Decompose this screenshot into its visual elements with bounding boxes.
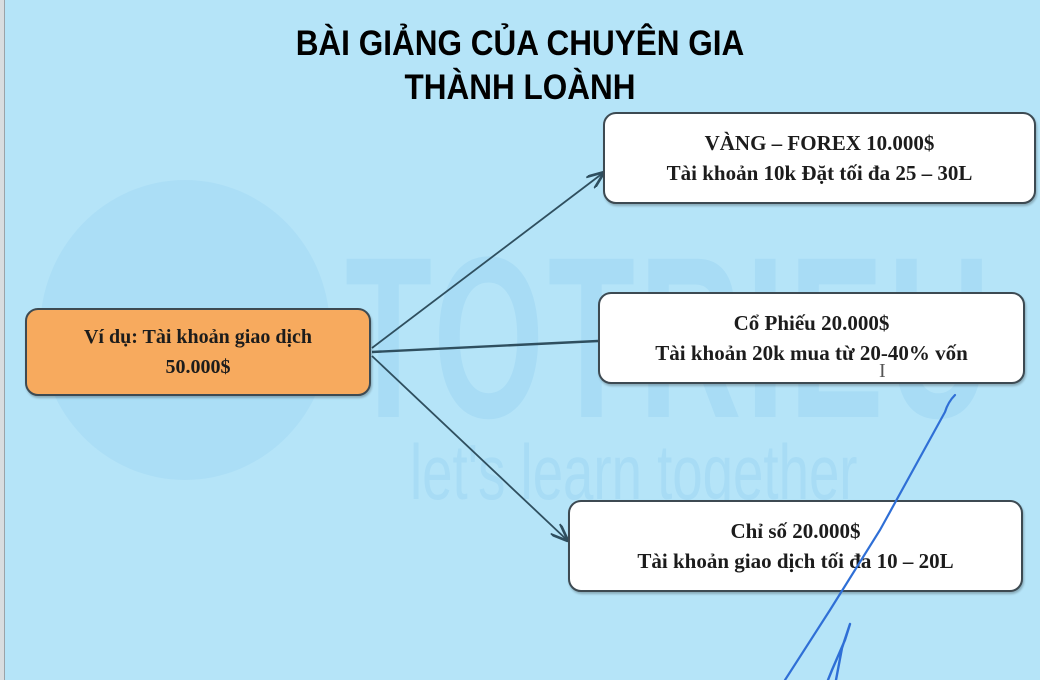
stocks-line-1: Cổ Phiếu 20.000$ xyxy=(733,311,890,335)
stocks-line-2: Tài khoản 20k mua từ 20-40% vốn xyxy=(655,341,968,365)
index-line-1: Chỉ số 20.000$ xyxy=(730,519,861,543)
slide-title-line-1: BÀI GIẢNG CỦA CHUYÊN GIA xyxy=(295,24,745,63)
slide-title-line-2: THÀNH LOÀNH xyxy=(404,68,636,107)
window-left-edge xyxy=(0,0,5,680)
arrow-to-index xyxy=(371,355,567,540)
text-cursor-icon: I xyxy=(879,360,886,382)
child-node-gold-forex: VÀNG – FOREX 10.000$ Tài khoản 10k Đặt t… xyxy=(603,112,1036,204)
arrow-to-stocks xyxy=(371,339,599,354)
gold-forex-line-1: VÀNG – FOREX 10.000$ xyxy=(704,131,935,155)
gold-forex-line-2: Tài khoản 10k Đặt tối đa 25 – 30L xyxy=(666,161,973,185)
child-node-stocks: Cổ Phiếu 20.000$ Tài khoản 20k mua từ 20… xyxy=(598,292,1025,384)
root-node-trading-account: Ví dụ: Tài khoản giao dịch 50.000$ xyxy=(25,308,371,396)
slide-title: BÀI GIẢNG CỦA CHUYÊN GIA THÀNH LOÀNH xyxy=(52,22,988,110)
arrow-to-gold-forex xyxy=(371,173,603,349)
root-node-line-2: 50.000$ xyxy=(165,356,231,378)
child-node-index: Chỉ số 20.000$ Tài khoản giao dịch tối đ… xyxy=(568,500,1023,592)
root-node-line-1: Ví dụ: Tài khoản giao dịch xyxy=(83,326,313,348)
index-line-2: Tài khoản giao dịch tối đa 10 – 20L xyxy=(637,549,954,573)
